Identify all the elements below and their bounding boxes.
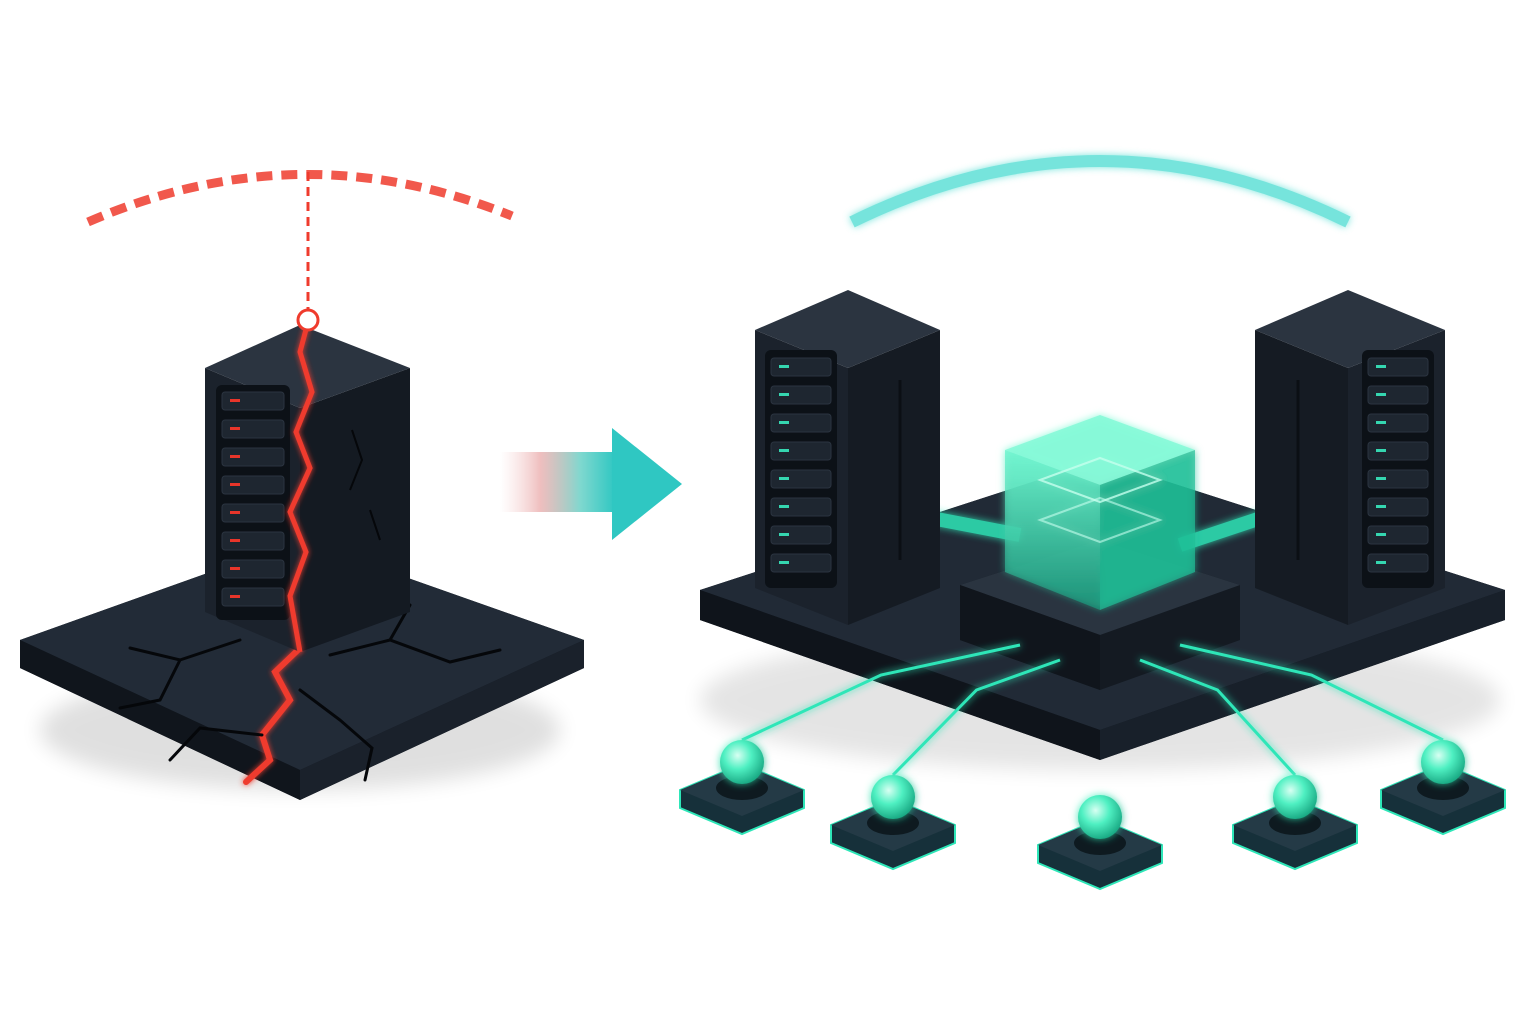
server-drive-bay — [770, 357, 832, 377]
server-drive-bay — [1367, 441, 1429, 461]
arrow-right-icon — [500, 428, 682, 540]
status-led — [230, 567, 240, 570]
server-rack-icon — [1255, 290, 1445, 625]
right-cluster-group — [679, 155, 1506, 891]
client-link-line — [891, 658, 1061, 777]
server-drive-bay — [770, 469, 832, 489]
node-socket — [1074, 831, 1126, 855]
server-drive-bay — [1367, 469, 1429, 489]
server-drive-bay — [1367, 553, 1429, 573]
server-led-rows — [770, 357, 832, 573]
status-led — [1376, 561, 1386, 564]
server-drive-bay — [770, 525, 832, 545]
server-drive-bay — [221, 559, 285, 579]
node-orb — [1421, 740, 1465, 784]
client-links — [741, 643, 1444, 795]
server-led-rows — [1367, 357, 1429, 573]
status-led — [1376, 365, 1386, 368]
status-led — [1376, 449, 1386, 452]
server-drive-bay — [1367, 497, 1429, 517]
status-led — [230, 539, 240, 542]
status-led — [1376, 421, 1386, 424]
server-drive-bay — [1367, 525, 1429, 545]
glowing-node-icon — [1380, 740, 1506, 836]
server-drive-bay — [770, 553, 832, 573]
status-led — [779, 533, 789, 536]
node-socket — [716, 776, 768, 800]
server-drive-bay — [1367, 385, 1429, 405]
server-rack-icon — [755, 290, 940, 625]
status-led — [1376, 533, 1386, 536]
node-socket — [867, 811, 919, 835]
status-led — [779, 561, 789, 564]
server-drive-bay — [221, 419, 285, 439]
glowing-node-icon — [1037, 795, 1163, 891]
status-led — [779, 393, 789, 396]
crack-icon — [118, 603, 502, 785]
status-led — [779, 449, 789, 452]
client-nodes — [679, 740, 1506, 891]
client-link-line — [741, 643, 1021, 742]
client-link-line — [1179, 643, 1444, 742]
server-drive-bay — [221, 391, 285, 411]
server-drive-bay — [770, 413, 832, 433]
glowing-node-icon — [679, 740, 805, 836]
status-led — [1376, 505, 1386, 508]
server-drive-bay — [770, 385, 832, 405]
failure-marker-icon — [296, 308, 320, 332]
server-rack-icon — [205, 321, 410, 653]
server-drive-bay — [221, 503, 285, 523]
node-orb — [1273, 775, 1317, 819]
node-socket — [1269, 811, 1321, 835]
server-led-rows — [221, 391, 285, 607]
left-failure-group — [20, 170, 584, 800]
status-led — [779, 421, 789, 424]
node-orb — [720, 740, 764, 784]
client-link-line — [1139, 658, 1297, 777]
status-led — [779, 505, 789, 508]
status-led — [230, 399, 240, 402]
server-drive-bay — [1367, 357, 1429, 377]
broken-signal-arc-icon — [86, 170, 514, 312]
node-orb — [871, 775, 915, 819]
status-led — [230, 483, 240, 486]
status-led — [779, 477, 789, 480]
glowing-node-icon — [830, 775, 956, 871]
glowing-node-icon — [1232, 775, 1358, 871]
server-drive-bay — [770, 497, 832, 517]
server-drive-bay — [221, 587, 285, 607]
server-drive-bay — [221, 531, 285, 551]
status-led — [1376, 477, 1386, 480]
node-socket — [1417, 776, 1469, 800]
server-drive-bay — [1367, 413, 1429, 433]
status-led — [230, 455, 240, 458]
status-led — [230, 595, 240, 598]
arc-link-icon — [849, 155, 1351, 312]
server-drive-bay — [221, 447, 285, 467]
server-drive-bay — [221, 475, 285, 495]
server-drive-bay — [770, 441, 832, 461]
cracked-base-platform — [20, 540, 584, 800]
status-led — [230, 427, 240, 430]
node-orb — [1078, 795, 1122, 839]
status-led — [779, 365, 789, 368]
status-led — [230, 511, 240, 514]
status-led — [1376, 393, 1386, 396]
glowing-cube-icon — [1005, 415, 1195, 610]
